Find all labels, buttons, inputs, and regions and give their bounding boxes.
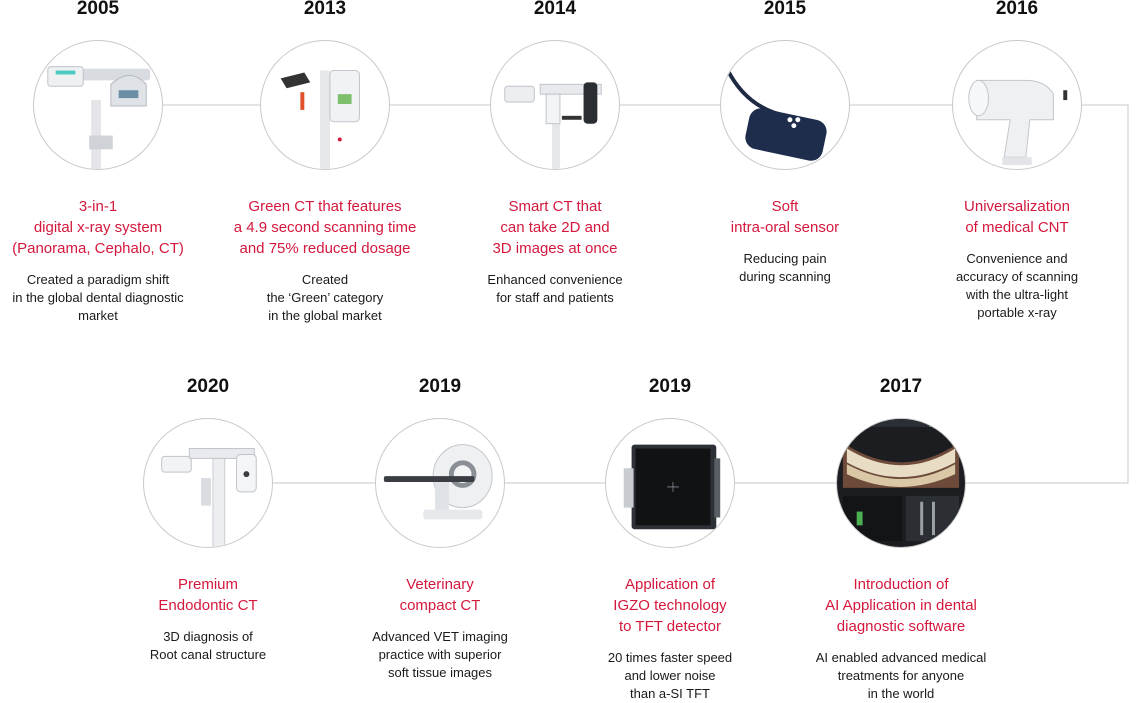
panoramic-cephalo-xray-machine-icon: [33, 40, 163, 170]
milestone-description-line: soft tissue images: [387, 665, 493, 680]
milestone-description-line: Advanced VET imaging: [372, 629, 508, 644]
milestone-description-line: during scanning: [739, 269, 831, 284]
milestone-year: 2014: [533, 0, 577, 19]
milestone-2005: 2005 3-in-1 digital x-ray system (Panorama,…: [0, 0, 218, 325]
milestone-title-line: diagnostic software: [836, 618, 966, 635]
veterinary-ct-icon: [375, 418, 505, 548]
milestone-year: 2016: [995, 0, 1039, 19]
milestone-title: Smart CT that can take 2D and 3D images at…: [435, 196, 675, 259]
milestone-title-line: Veterinary: [406, 576, 474, 593]
milestone-description-line: Created: [301, 272, 349, 287]
milestone-title: 3-in-1 digital x-ray system (Panorama, Cep…: [0, 196, 218, 259]
milestone-description: AI enabled advanced medical treatments fo…: [781, 649, 1021, 703]
milestone-description: Reducing pain during scanning: [665, 250, 905, 286]
milestone-description: 3D diagnosis of Root canal structure: [88, 628, 328, 664]
milestone-year: 2019: [418, 376, 462, 397]
intra-oral-sensor-icon: [720, 40, 850, 170]
milestone-title: Universalization of medical CNT: [897, 196, 1137, 238]
portable-xray-icon: [952, 40, 1082, 170]
milestone-description-line: Enhanced convenience: [487, 272, 623, 287]
milestone-title: Green CT that features a 4.9 second scann…: [205, 196, 445, 259]
milestone-description-line: for staff and patients: [496, 290, 614, 305]
milestone-description: 20 times faster speed and lower noise than…: [550, 649, 790, 703]
milestone-title-line: Endodontic CT: [158, 597, 258, 614]
milestone-title-line: AI Application in dental: [825, 597, 977, 614]
igzo-tft-detector-icon: [605, 418, 735, 548]
milestone-title-line: of medical CNT: [965, 219, 1069, 236]
milestone-description-line: 3D diagnosis of: [163, 629, 253, 644]
milestone-description-line: Convenience and: [966, 251, 1068, 266]
milestone-title-line: Premium: [177, 576, 238, 593]
milestone-year: 2019: [648, 376, 692, 397]
milestone-title-line: compact CT: [399, 597, 481, 614]
milestone-title-line: Smart CT that: [508, 198, 602, 215]
endodontic-ct-icon: [143, 418, 273, 548]
milestone-description-line: accuracy of scanning: [955, 269, 1079, 284]
milestone-description-line: in the global dental diagnostic: [12, 290, 184, 305]
milestone-title: Soft intra-oral sensor: [665, 196, 905, 238]
milestone-description-line: with the ultra-light: [966, 287, 1068, 302]
milestone-description: Convenience and accuracy of scanning with …: [897, 250, 1137, 322]
green-ct-scanner-icon: [260, 40, 390, 170]
milestone-description-line: Reducing pain: [743, 251, 827, 266]
milestone-description-line: in the global market: [268, 308, 382, 323]
milestone-title: Introduction of AI Application in dental d…: [781, 574, 1021, 637]
milestone-description-line: portable x-ray: [977, 305, 1057, 320]
milestone-title: Veterinary compact CT: [320, 574, 560, 616]
milestone-title-line: can take 2D and: [500, 219, 610, 236]
milestone-year: 2020: [186, 376, 230, 397]
milestone-description-line: Created a paradigm shift: [26, 272, 170, 287]
milestone-title-line: IGZO technology: [613, 597, 727, 614]
milestone-description: Advanced VET imaging practice with superi…: [320, 628, 560, 682]
milestone-title-line: intra-oral sensor: [730, 219, 840, 236]
milestone-title-line: Soft: [771, 198, 799, 215]
milestone-title-line: to TFT detector: [619, 618, 721, 635]
milestone-description-line: Root canal structure: [149, 647, 267, 662]
milestone-description-line: and lower noise: [624, 668, 716, 683]
milestone-description-line: the ‘Green’ category: [266, 290, 384, 305]
smart-ct-scanner-icon: [490, 40, 620, 170]
milestone-year: 2015: [763, 0, 807, 19]
milestone-description: Enhanced convenience for staff and patien…: [435, 271, 675, 307]
milestone-title-line: a 4.9 second scanning time: [233, 219, 417, 236]
milestone-description-line: 20 times faster speed: [607, 650, 733, 665]
milestone-description-line: AI enabled advanced medical: [815, 650, 987, 665]
milestone-description: Created a paradigm shift in the global de…: [0, 271, 218, 325]
milestone-title-line: Application of: [624, 576, 716, 593]
milestone-description-line: market: [78, 308, 118, 323]
milestone-description-line: than a-SI TFT: [630, 686, 710, 701]
milestone-title: Application of IGZO technology to TFT dete…: [550, 574, 790, 637]
milestone-year: 2013: [303, 0, 347, 19]
milestone-description-line: treatments for anyone: [837, 668, 965, 683]
ai-diagnostic-software-icon: [836, 418, 966, 548]
milestone-title-line: 3D images at once: [492, 240, 618, 257]
milestone-title-line: (Panorama, Cephalo, CT): [12, 240, 184, 257]
milestone-description-line: in the world: [867, 686, 935, 701]
milestone-description: Created the ‘Green’ category in the global…: [205, 271, 445, 325]
milestone-title-line: Green CT that features: [248, 198, 402, 215]
milestone-title-line: Universalization: [964, 198, 1070, 215]
milestone-description-line: practice with superior: [378, 647, 502, 662]
milestone-year: 2017: [879, 376, 923, 397]
milestone-year: 2005: [76, 0, 120, 19]
milestone-title-line: Introduction of: [853, 576, 949, 593]
milestone-title-line: digital x-ray system: [33, 219, 163, 236]
milestone-title-line: and 75% reduced dosage: [239, 240, 411, 257]
milestone-title-line: 3-in-1: [78, 198, 118, 215]
